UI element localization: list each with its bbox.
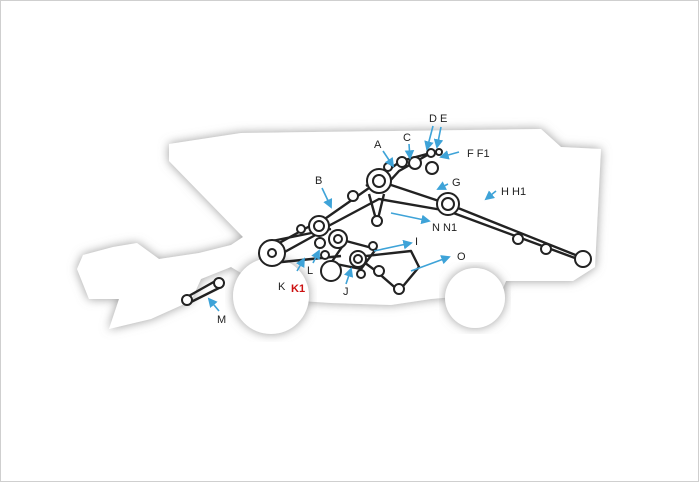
arrow-k <box>295 257 305 272</box>
pulley-m2 <box>213 277 225 289</box>
pulley-o-small <box>373 265 385 277</box>
arrow-c <box>404 143 415 160</box>
label-l: L <box>307 265 313 277</box>
pulley-upper-small <box>347 190 359 202</box>
label-o: O <box>457 251 466 263</box>
arrow-l <box>311 249 320 264</box>
belt-o <box>355 249 421 293</box>
arrow-f <box>439 150 460 160</box>
arrow-e <box>433 126 444 149</box>
label-h-h1: H H1 <box>501 186 526 198</box>
pulley-l2 <box>320 250 330 260</box>
pulley-i <box>368 241 378 251</box>
rear-wheel <box>445 268 505 328</box>
label-b: B <box>315 175 322 187</box>
harvester-body <box>77 129 601 329</box>
pulley-e <box>435 148 443 156</box>
pulley-j-upper-inner <box>333 234 343 244</box>
label-n-n1: N N1 <box>432 222 457 234</box>
arrow-a <box>382 150 395 168</box>
arrow-n <box>390 212 431 225</box>
pulley-h2 <box>540 243 552 255</box>
pulley-d <box>426 148 436 158</box>
belt-upper-main <box>318 179 584 260</box>
arrow-i <box>373 239 413 252</box>
pulley-h1 <box>512 233 524 245</box>
pulley-f <box>425 161 439 175</box>
label-m: M <box>217 314 226 326</box>
pulley-k-inner <box>267 248 277 258</box>
pulley-o-bottom <box>393 283 405 295</box>
label-d-e: D E <box>429 113 447 125</box>
pulley-b-inner <box>313 220 325 232</box>
label-k1: K1 <box>291 283 305 295</box>
arrow-g <box>436 181 449 190</box>
pulley-g-inner <box>441 197 455 211</box>
label-j: J <box>343 286 349 298</box>
arrow-d <box>424 125 434 151</box>
label-a: A <box>374 139 382 151</box>
pulley-l1 <box>314 237 326 249</box>
pulley-m1 <box>181 294 193 306</box>
label-i: I <box>415 236 418 248</box>
pulley-o-main-inner <box>353 254 363 264</box>
arrow-h <box>484 190 497 201</box>
pulley-j <box>320 260 342 282</box>
pulley-a <box>396 156 408 168</box>
arrow-m <box>207 297 220 312</box>
arrow-o <box>410 255 451 272</box>
pulley-b-left <box>296 224 306 234</box>
pulley-h-end <box>574 250 592 268</box>
pointer-arrows <box>207 125 497 312</box>
arrow-b <box>321 187 333 209</box>
pulley-c <box>408 156 422 170</box>
pulley-o-mid <box>356 269 366 279</box>
harvester-silhouette <box>77 129 601 334</box>
front-wheel <box>233 258 309 334</box>
pulley-n <box>371 215 383 227</box>
pulley-main-upper-inner <box>372 174 386 188</box>
label-f-f1: F F1 <box>467 148 490 160</box>
label-c: C <box>403 132 411 144</box>
label-k: K <box>278 281 286 293</box>
arrow-j <box>344 267 354 285</box>
part-labels: A B C D E F F1 G H H1 N N1 I O L K K1 J … <box>217 113 526 326</box>
label-g: G <box>452 177 461 189</box>
